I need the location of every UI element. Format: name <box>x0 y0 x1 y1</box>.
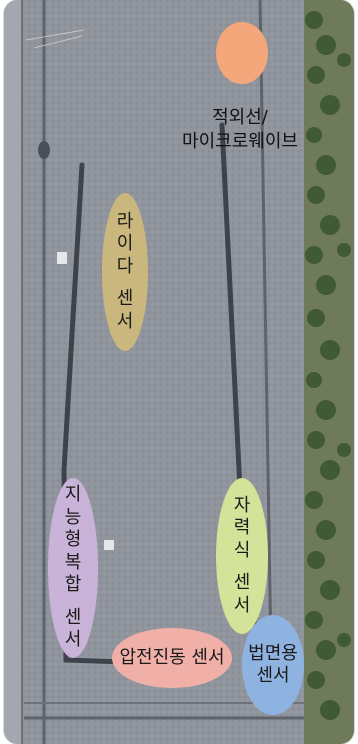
lidar-char: 센 <box>116 288 134 310</box>
lidar-char <box>122 278 128 288</box>
lidar-char: 라 <box>116 210 134 232</box>
magnetic-char: 센 <box>233 572 251 594</box>
piezo-vibration-sensor-label: 압전진동 센서 <box>119 646 225 668</box>
intelligent-char <box>70 597 76 607</box>
slope-sensor-label: 법면용 센서 <box>248 643 298 688</box>
lidar-char: 서 <box>116 310 134 332</box>
intelligent-char: 능 <box>64 506 82 528</box>
magnetic-char: 자 <box>233 494 251 516</box>
magnetic-char <box>239 562 245 572</box>
infrared-caption-line1: 적외선/ <box>212 107 268 128</box>
intelligent-char: 센 <box>64 606 82 628</box>
piezo-vibration-sensor-marker: 압전진동 센서 <box>112 628 232 688</box>
slope-sensor-line2: 센서 <box>256 665 290 686</box>
magnetic-char: 력 <box>233 517 251 539</box>
magnetic-char: 식 <box>233 539 251 561</box>
infrared-caption-line2: 마이크로웨이브 <box>182 131 298 153</box>
intelligent-char: 형 <box>64 529 82 551</box>
intelligent-char: 합 <box>64 574 82 596</box>
magnetic-char: 서 <box>233 594 251 616</box>
lidar-char: 다 <box>116 255 134 277</box>
slope-sensor-line1: 법면용 <box>248 642 298 664</box>
lidar-char: 이 <box>116 233 134 255</box>
intelligent-char: 지 <box>64 484 82 506</box>
slope-sensor-marker: 법면용 센서 <box>242 615 304 715</box>
infrared-microwave-marker <box>216 22 268 84</box>
intelligent-char: 복 <box>64 551 82 573</box>
intelligent-char: 서 <box>64 629 82 651</box>
infrared-microwave-caption: 적외선/ 마이크로웨이브 <box>170 106 310 155</box>
